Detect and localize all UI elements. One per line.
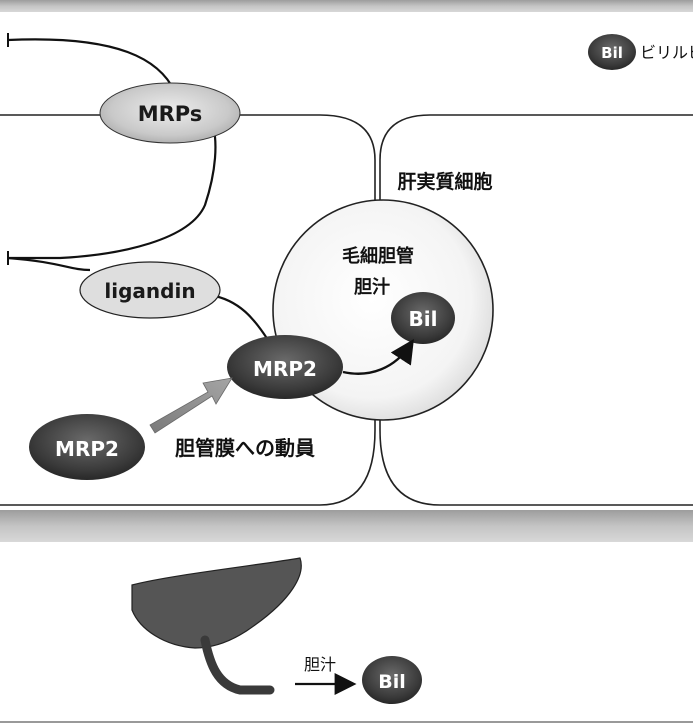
cell-membrane-left [0, 114, 376, 506]
cell-membrane-right [379, 114, 693, 506]
mrps-pathway-line [7, 38, 217, 260]
legend: Bil ビリルビン [588, 34, 693, 70]
bilirubin-badge-bottom: Bil [362, 656, 422, 704]
legend-label: ビリルビン [640, 43, 693, 62]
middle-band [0, 510, 693, 542]
bilirubin-badge-canaliculus: Bil [391, 292, 455, 344]
mrps-transporter: MRPs [99, 82, 241, 144]
export-arrow [342, 338, 414, 375]
mrps-label: MRPs [138, 102, 203, 126]
bottom-bile-label: 胆汁 [304, 655, 336, 674]
mrp2-membrane-label: MRP2 [253, 357, 317, 381]
mrp2-cytosolic-transporter: MRP2 [29, 414, 145, 480]
hepatocyte-label: 肝実質細胞 [397, 170, 492, 193]
bile-duct [200, 635, 275, 695]
mrp2-cytosol-label: MRP2 [55, 437, 119, 461]
recruitment-label: 胆管膜への動員 [175, 436, 315, 460]
canaliculus-label: 毛細胆管 [342, 245, 414, 267]
ligandin-label: ligandin [104, 279, 195, 303]
ligandin-transporter: ligandin [79, 261, 221, 319]
liver-icon [131, 557, 302, 695]
bile-label: 胆汁 [353, 276, 390, 298]
mrp2-membrane-transporter: MRP2 [227, 335, 343, 399]
top-band [0, 0, 693, 12]
bilirubin-badge-text: Bil [409, 307, 438, 331]
svg-text:Bil: Bil [601, 44, 623, 62]
bottom-bil-text: Bil [378, 671, 406, 693]
recruitment-arrow [149, 377, 233, 434]
legend-bil-badge: Bil [588, 34, 636, 70]
